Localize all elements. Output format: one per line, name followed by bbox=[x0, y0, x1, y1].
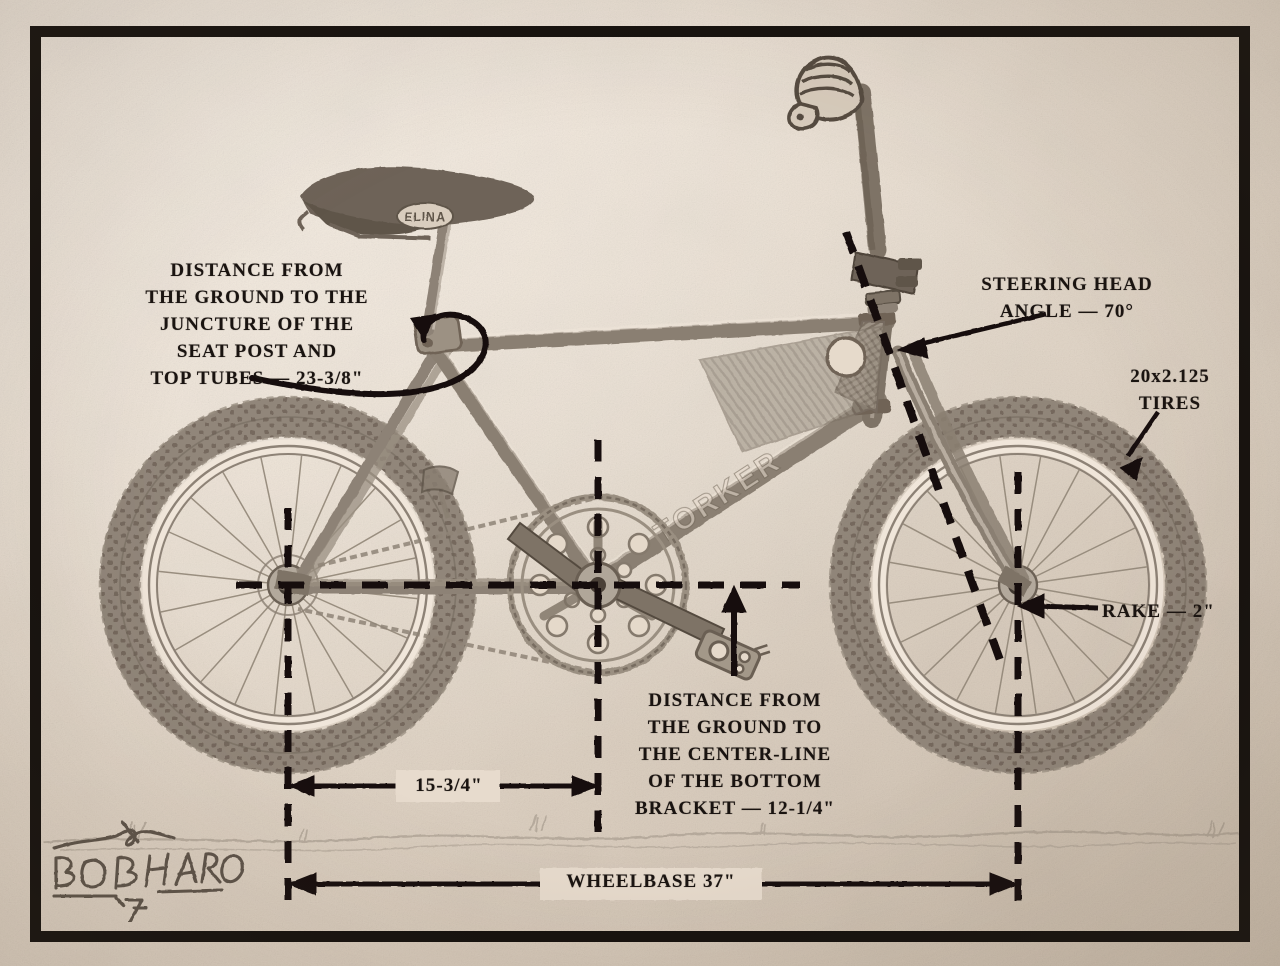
front-fork bbox=[891, 342, 1032, 597]
chain bbox=[295, 497, 593, 673]
label-chainstay-length: 15-3/4" bbox=[415, 775, 483, 796]
tires-pointer bbox=[1119, 410, 1160, 481]
saddle: ELINA bbox=[297, 166, 535, 240]
label-seat-post-junction: DISTANCE FROM THE GROUND TO THE JUNCTURE… bbox=[145, 260, 369, 389]
front-spokes bbox=[889, 456, 1147, 714]
label-tire-size: 20x2.125 TIRES bbox=[1130, 366, 1210, 414]
rear-spokes bbox=[158, 455, 418, 715]
steering-head-pointer bbox=[896, 311, 1047, 359]
artist-signature bbox=[52, 820, 245, 922]
svg-text:ELINA: ELINA bbox=[405, 210, 446, 224]
stem bbox=[850, 250, 922, 296]
bb-height-arrow bbox=[721, 584, 747, 676]
chainstay-dimension bbox=[286, 770, 600, 802]
rake-pointer bbox=[1016, 593, 1099, 619]
handlebar-grip bbox=[787, 55, 865, 131]
dimension-lines bbox=[236, 230, 1160, 910]
label-steering-head-angle: STEERING HEAD ANGLE — 70° bbox=[981, 274, 1153, 322]
steering-axis bbox=[842, 230, 1004, 662]
label-wheelbase: WHEELBASE 37" bbox=[566, 871, 736, 892]
label-rake: RAKE — 2" bbox=[1102, 601, 1215, 622]
diagram-border bbox=[30, 26, 1250, 942]
label-bottom-bracket-height: DISTANCE FROM THE GROUND TO THE CENTER-L… bbox=[634, 690, 836, 819]
seat-juncture-pointer bbox=[249, 311, 489, 398]
wheelbase-dimension bbox=[286, 868, 1020, 900]
rear-brake bbox=[420, 465, 460, 519]
